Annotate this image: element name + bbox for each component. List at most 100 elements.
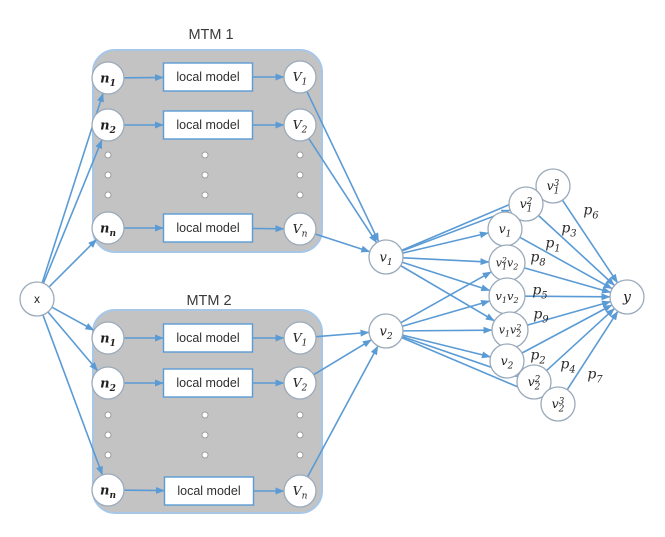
node-label-t_v12v2: v12v2	[496, 256, 519, 272]
ellipsis-dot	[296, 191, 304, 199]
group-mtm1	[92, 49, 323, 253]
node-t_v22	[516, 364, 552, 400]
edge-v1-t_v1v2	[401, 261, 491, 292]
node-m2V2	[283, 366, 317, 400]
edge-label-9: p7	[587, 367, 603, 386]
node-label-t_v2: v2	[501, 353, 514, 371]
edge-x-m2nn	[42, 314, 104, 476]
ellipsis-dot	[104, 191, 112, 199]
node-label-m2n2: n2	[100, 376, 116, 394]
edge-m2V2-v2	[313, 339, 372, 376]
node-m2ln	[163, 476, 255, 506]
node-label-m1Vn: Vn	[293, 221, 308, 239]
node-m1l1	[162, 62, 254, 92]
node-label-m2l2: local model	[176, 376, 239, 390]
edge-x-m2n2	[47, 311, 99, 372]
edge-v1-t_v1	[402, 231, 489, 254]
node-m2l1	[162, 323, 254, 353]
edge-t_v23-y	[566, 310, 619, 391]
node-label-y: y	[622, 290, 632, 306]
ellipsis-dot	[201, 191, 209, 199]
edge-t_v22-y	[546, 307, 615, 372]
node-label-v2: v2	[379, 324, 392, 342]
ellipsis-dot	[296, 451, 304, 459]
node-t_v12	[508, 186, 544, 222]
node-m1n2	[91, 108, 125, 142]
node-label-t_v22: v22	[528, 374, 541, 392]
node-label-m2V2: V2	[293, 375, 308, 393]
ellipsis-dot	[201, 411, 209, 419]
node-label-m1V2: V2	[293, 117, 308, 135]
ellipsis-dot	[201, 171, 209, 179]
node-label-t_v1: v1	[499, 221, 512, 239]
ellipsis-dot	[201, 451, 209, 459]
node-m1V2	[283, 108, 317, 142]
edge-t_v12v2-y	[524, 267, 612, 294]
node-label-m2Vn: Vn	[293, 483, 308, 501]
node-m1Vn	[283, 212, 317, 246]
node-label-m1V1: V1	[293, 69, 308, 87]
ellipsis-dot	[296, 431, 304, 439]
edge-m2Vn-v2	[306, 345, 379, 478]
node-label-v1: v1	[379, 250, 392, 268]
ellipsis-dot	[104, 451, 112, 459]
edge-v1-t_v1v22	[400, 264, 495, 322]
edge-label-3: p1	[545, 236, 560, 255]
node-label-m2V1: V1	[293, 330, 308, 348]
node-m2n1	[91, 321, 125, 355]
node-label-x: x	[34, 292, 40, 306]
edge-x-m2n1	[51, 306, 95, 331]
edge-t_v2-y	[521, 304, 613, 354]
node-label-t_v1v22: v1v22	[499, 323, 522, 339]
group-title-mtm1: MTM 1	[188, 27, 233, 43]
group-title-mtm2: MTM 2	[186, 293, 231, 309]
node-label-m1ln: local model	[176, 221, 239, 235]
node-v1	[368, 239, 404, 275]
node-label-m2ln: local model	[177, 484, 240, 498]
edge-v2-t_v12v2	[400, 271, 492, 324]
node-y	[609, 279, 645, 315]
edge-label-8: p4	[560, 357, 575, 376]
node-label-m2l1: local model	[176, 331, 239, 345]
ellipsis-dot	[104, 431, 112, 439]
node-label-t_v1v2: v1v2	[495, 289, 518, 305]
node-t_v23	[540, 386, 576, 422]
node-label-t_v13: v13	[547, 178, 560, 196]
edge-t_v1v22-y	[527, 300, 612, 326]
node-m1ln	[162, 213, 254, 243]
edge-label-7: p2	[530, 348, 545, 367]
edge-v1-t_v12	[401, 209, 511, 252]
node-label-m2nn: nn	[100, 483, 116, 501]
node-label-m1n1: n1	[100, 71, 116, 89]
edge-x-m1nn	[48, 238, 98, 288]
node-m1l2	[162, 110, 254, 140]
ellipsis-dot	[201, 431, 209, 439]
edge-t_v1-y	[519, 236, 613, 290]
node-label-m1n2: n2	[100, 118, 116, 136]
node-label-m2n1: n1	[100, 331, 116, 349]
node-m1n1	[91, 61, 125, 95]
edge-m2V1-v2	[315, 329, 370, 338]
edge-label-1: p6	[583, 203, 599, 222]
ellipsis-dot	[104, 171, 112, 179]
edge-t_v1v2-y	[524, 293, 611, 301]
node-m2V1	[283, 321, 317, 355]
ellipsis-dot	[296, 171, 304, 179]
edge-t_v12-y	[537, 214, 616, 287]
edge-v2-t_v1v22	[402, 326, 493, 334]
edge-label-6: p9	[533, 307, 549, 326]
node-m2n2	[91, 366, 125, 400]
ellipsis-dot	[201, 151, 209, 159]
node-t_v2	[489, 343, 525, 379]
edge-label-2: p3	[561, 221, 576, 240]
ellipsis-dot	[296, 151, 304, 159]
edge-m1V1-v1	[306, 91, 380, 243]
node-m1V1	[283, 60, 317, 94]
group-mtm2	[92, 309, 323, 514]
node-m2Vn	[283, 474, 317, 508]
edge-v2-t_v2	[402, 334, 491, 359]
node-label-m1l1: local model	[176, 70, 239, 84]
node-label-m1l2: local model	[176, 118, 239, 132]
